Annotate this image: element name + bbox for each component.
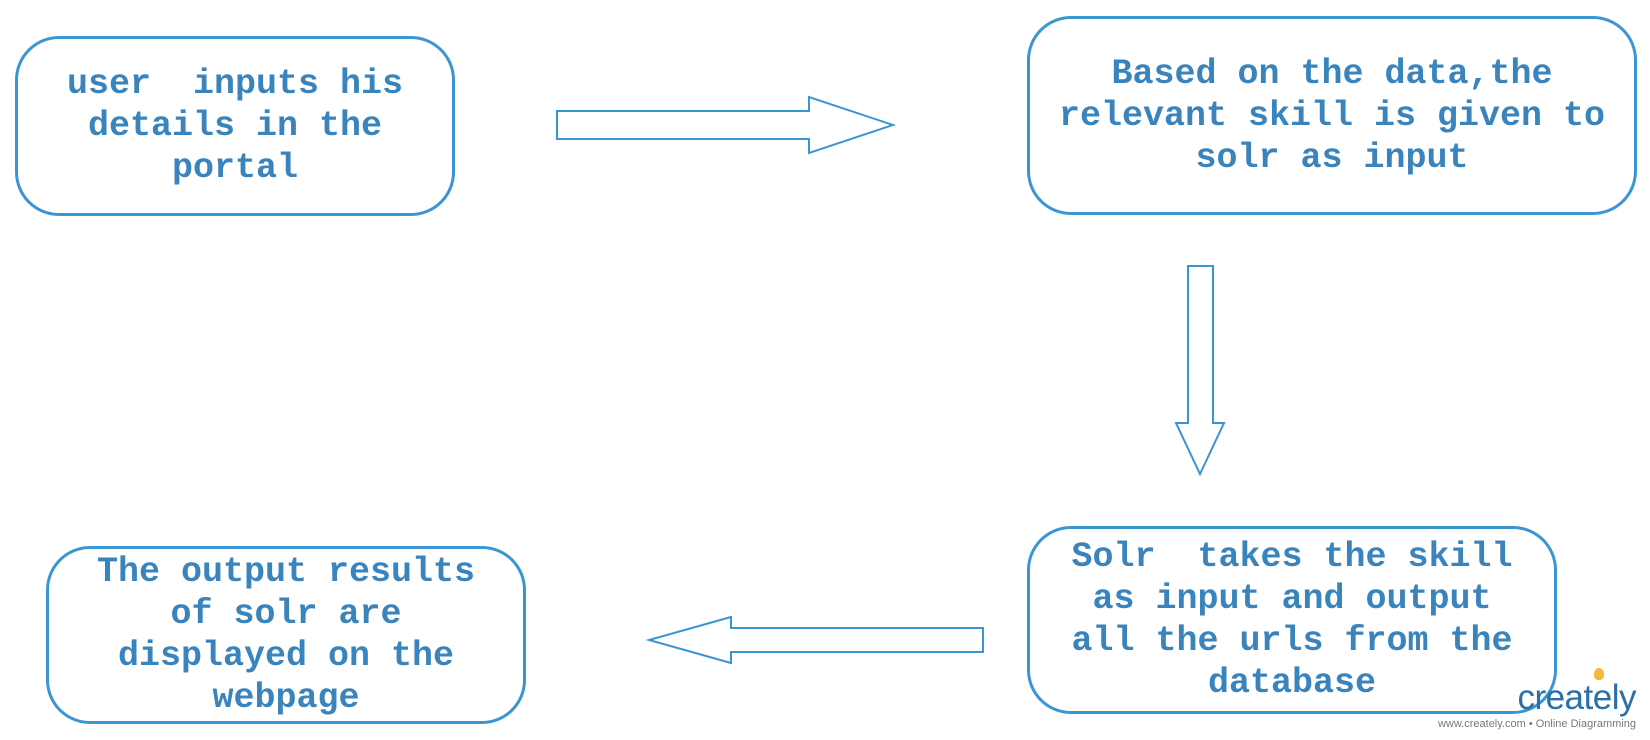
step-skill-to-solr-text: Based on the data,the relevant skill is … xyxy=(1058,53,1606,178)
lightbulb-icon xyxy=(1594,668,1604,680)
step-solr-output-text: Solr takes the skill as input and output… xyxy=(1071,537,1513,703)
step-display-results-box: The output results of solr are displayed… xyxy=(46,546,526,724)
creately-watermark: creately www.creately.com • Online Diagr… xyxy=(1437,668,1637,730)
step-skill-to-solr-box: Based on the data,the relevant skill is … xyxy=(1027,16,1637,215)
step-user-input-text: user inputs his details in the portal xyxy=(66,64,404,188)
creately-tagline: www.creately.com • Online Diagramming xyxy=(1437,718,1636,730)
creately-logo: creately xyxy=(1517,678,1636,717)
step-display-results-text: The output results of solr are displayed… xyxy=(96,552,476,718)
arrow-down xyxy=(1174,265,1226,477)
step-solr-output-box: Solr takes the skill as input and output… xyxy=(1027,526,1557,714)
arrow-left xyxy=(645,615,984,665)
arrow-right xyxy=(556,95,897,155)
step-user-input-box: user inputs his details in the portal xyxy=(15,36,455,216)
